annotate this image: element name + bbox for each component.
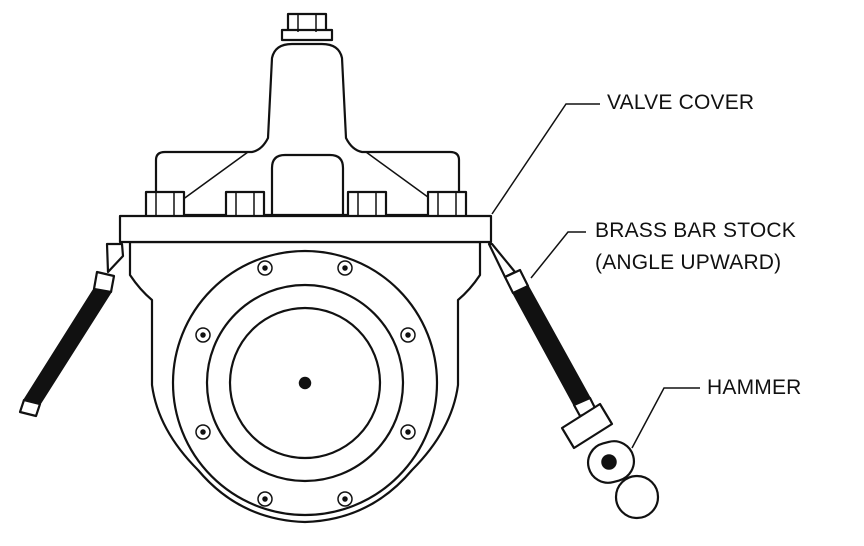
valve-upper-housing <box>154 42 461 217</box>
cover-bolt <box>224 190 266 219</box>
cover-bolt <box>346 190 388 219</box>
leader-brass-bar-stock <box>530 231 586 279</box>
label-brass-bar-stock: BRASS BAR STOCK <box>595 219 797 242</box>
cover-bolts <box>144 190 468 219</box>
leader-valve-cover <box>491 103 600 215</box>
leader-hammer <box>631 387 700 449</box>
cover-bolt <box>144 190 186 219</box>
cover-bolt <box>426 190 468 219</box>
valve-flange <box>171 249 439 517</box>
label-angle-upward: (ANGLE UPWARD) <box>595 251 782 274</box>
flange-bolt-holes <box>195 260 416 507</box>
label-hammer: HAMMER <box>707 376 802 399</box>
cover-plate <box>118 214 493 244</box>
top-adjustment-nut <box>280 12 334 42</box>
label-valve-cover: VALVE COVER <box>607 91 755 114</box>
leader-lines <box>491 103 700 449</box>
hammer <box>560 402 660 520</box>
brass-bar-stock-left <box>18 242 125 418</box>
brass-bar-stock-right <box>487 242 598 418</box>
